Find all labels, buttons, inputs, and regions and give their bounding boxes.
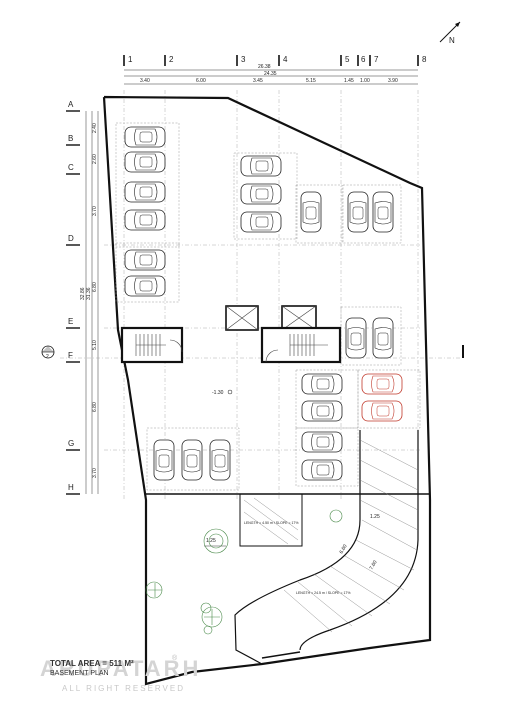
- landscape-trees: [145, 509, 343, 635]
- overall-dim-2: 24.35: [264, 71, 277, 77]
- level-mark: -1.30: [212, 389, 233, 396]
- row-dim-6: 6.80: [92, 402, 98, 412]
- parked-cars: [124, 126, 403, 481]
- overall-dim-1: 26.38: [258, 64, 271, 70]
- column-label-6: 6: [361, 55, 366, 64]
- row-label-f: F: [68, 351, 73, 360]
- row-label-g: G: [68, 439, 74, 448]
- north-label: N: [449, 36, 455, 45]
- level-label: -1.30: [212, 390, 224, 396]
- north-arrow-icon: N: [439, 21, 461, 45]
- row-dim-1: 2.40: [92, 123, 98, 133]
- stair-core-left: [120, 326, 184, 364]
- row-label-a: A: [68, 100, 74, 109]
- overall-vdim-2: 31.36: [86, 287, 92, 300]
- drawing-title-area: TOTAL AREA = 511 M²: [50, 659, 134, 668]
- col-dim-5: 1.45: [344, 78, 354, 84]
- ramp-width-label-left: 1.25: [206, 538, 216, 544]
- row-dim-3: 3.70: [92, 206, 98, 216]
- row-dim-7: 3.70: [92, 468, 98, 478]
- column-label-1: 1: [128, 55, 133, 64]
- elevator-core: [225, 305, 317, 331]
- col-dim-7: 3.90: [388, 78, 398, 84]
- col-dim-4: 5.15: [306, 78, 316, 84]
- column-label-2: 2: [169, 55, 174, 64]
- entrance-gate: [261, 651, 301, 659]
- col-dim-2: 6.00: [196, 78, 206, 84]
- watermark-registered-mark: ®: [172, 655, 178, 662]
- stair-core-right: [260, 326, 342, 364]
- section-marker: 2: [41, 345, 464, 360]
- section-marker-label: 2: [46, 354, 49, 360]
- ramp-width-label-top: 1.25: [370, 514, 380, 520]
- row-dim-2: 2.60: [92, 154, 98, 164]
- ramp-dim-2: 7.60: [369, 559, 379, 571]
- watermark-tagline: ALL RIGHT RESERVED: [62, 684, 185, 693]
- drawing-title-plan: BASEMENT PLAN: [50, 670, 109, 677]
- curved-ramp: 1.25 6.60 7.60 LENGTH = 24.5 m / SLOPE =…: [234, 430, 419, 665]
- ramp-note-2: LENGTH = 24.5 m / SLOPE = 17%: [296, 591, 350, 595]
- col-dim-3: 3.45: [253, 78, 263, 84]
- col-dim-6: 1.00: [360, 78, 370, 84]
- ramp-note-1: LENGTH = 4.50 m / SLOPE = 17%: [244, 521, 298, 525]
- structural-grid: [60, 90, 460, 500]
- overall-vdim-1: 32.86: [80, 287, 86, 300]
- column-axes: 1 2 3 4 5 6 7 8: [123, 55, 427, 66]
- horizontal-dimensions: 26.38 24.35 3.40 6.00 3.45 5.15 1.45 1.0…: [124, 64, 418, 85]
- column-label-4: 4: [283, 55, 288, 64]
- row-axes: A B C D E F G H: [66, 100, 80, 495]
- vertical-dimensions: 32.86 31.36 2.40 2.60 3.70 6.80 5.10 6.8…: [80, 111, 99, 494]
- col-dim-1: 3.40: [140, 78, 150, 84]
- column-label-3: 3: [241, 55, 246, 64]
- column-label-7: 7: [374, 55, 379, 64]
- ramp-dim-1: 6.60: [339, 543, 349, 555]
- column-label-8: 8: [422, 55, 427, 64]
- row-dim-4: 6.80: [92, 282, 98, 292]
- row-label-b: B: [68, 134, 73, 143]
- parking-bays: [115, 122, 421, 491]
- row-label-h: H: [68, 483, 74, 492]
- row-label-d: D: [68, 234, 74, 243]
- watermark-brand: ARUPATARH: [40, 656, 202, 681]
- row-dim-5: 5.10: [92, 340, 98, 350]
- column-label-5: 5: [345, 55, 350, 64]
- row-label-c: C: [68, 163, 74, 172]
- row-label-e: E: [68, 317, 73, 326]
- entry-ramp: LENGTH = 4.50 m / SLOPE = 17% 1.25: [204, 493, 303, 547]
